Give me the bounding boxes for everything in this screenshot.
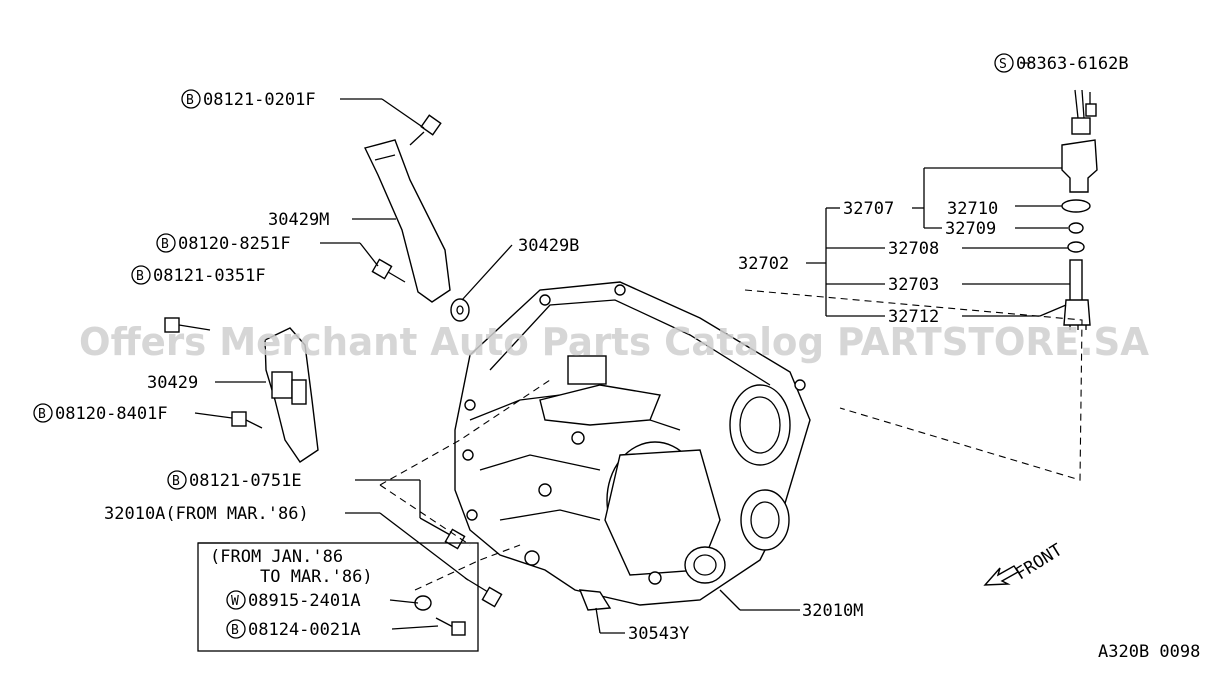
mark-letter: B bbox=[38, 407, 46, 422]
label-from-line2: TO MAR.'86) bbox=[260, 567, 373, 587]
inset-box bbox=[197, 542, 479, 652]
washer-mark-icon bbox=[226, 590, 246, 610]
bolt-0201F bbox=[409, 114, 442, 146]
label-front: FRONT bbox=[1012, 540, 1066, 584]
bracket-30429 bbox=[264, 327, 319, 463]
watermark: Offers Merchant Auto Parts Catalog PARTS… bbox=[79, 320, 1150, 364]
washer-30429B bbox=[450, 298, 470, 322]
front-arrow-icon bbox=[983, 565, 1020, 586]
leader-lines bbox=[194, 62, 1070, 634]
mark-letter: B bbox=[136, 269, 144, 284]
label-08121-0751E: 08121-0751E bbox=[189, 471, 302, 491]
bolt-8251F bbox=[371, 258, 406, 283]
label-08363-6162B: 08363-6162B bbox=[1016, 54, 1129, 74]
label-32010A: 32010A(FROM MAR.'86) bbox=[104, 504, 309, 524]
label-32707: 32707 bbox=[843, 199, 894, 219]
label-ref-code: A320B 0098 bbox=[1098, 642, 1200, 662]
label-32010M: 32010M bbox=[802, 601, 863, 621]
mark-letter: B bbox=[231, 623, 239, 638]
label-08120-8401F: 08120-8401F bbox=[55, 404, 168, 424]
label-08915-2401A: 08915-2401A bbox=[248, 591, 361, 611]
label-08124-0021A: 08124-0021A bbox=[248, 620, 361, 640]
bolt-mark-icon bbox=[181, 89, 201, 109]
screw-mark-icon bbox=[994, 53, 1014, 73]
bolt-32010A bbox=[464, 577, 503, 608]
transmission-case bbox=[454, 281, 811, 611]
label-30543Y: 30543Y bbox=[628, 624, 689, 644]
label-08121-0201F: 08121-0201F bbox=[203, 90, 316, 110]
label-32712: 32712 bbox=[888, 307, 939, 327]
bolt-mark-icon bbox=[131, 265, 151, 285]
bracket-30429M bbox=[364, 139, 451, 303]
label-32708: 32708 bbox=[888, 239, 939, 259]
bolt-mark-icon bbox=[226, 619, 246, 639]
label-32702: 32702 bbox=[738, 254, 789, 274]
bolt-mark-icon bbox=[156, 233, 176, 253]
mark-letter: B bbox=[186, 93, 194, 108]
bolt-mark-icon bbox=[167, 470, 187, 490]
bolt-0021A bbox=[435, 617, 466, 636]
prefix-marks: B B B B B W B S bbox=[33, 53, 1014, 639]
bolt-0351F bbox=[164, 317, 211, 333]
label-32710: 32710 bbox=[947, 199, 998, 219]
label-08121-0351F: 08121-0351F bbox=[153, 266, 266, 286]
phantom-lines bbox=[379, 289, 1083, 591]
mark-letter: B bbox=[161, 237, 169, 252]
bolt-8401F bbox=[231, 411, 263, 429]
label-from-line1: (FROM JAN.'86 bbox=[210, 547, 343, 567]
label-32703: 32703 bbox=[888, 275, 939, 295]
label-08120-8251F: 08120-8251F bbox=[178, 234, 291, 254]
bolt-mark-icon bbox=[33, 403, 53, 423]
label-30429B: 30429B bbox=[518, 236, 579, 256]
label-30429: 30429 bbox=[147, 373, 198, 393]
bolt-0751E bbox=[419, 517, 466, 550]
mark-letter: W bbox=[231, 594, 239, 609]
mark-letter: S bbox=[999, 57, 1007, 72]
label-30429M: 30429M bbox=[268, 210, 329, 230]
label-32709: 32709 bbox=[945, 219, 996, 239]
mark-letter: B bbox=[172, 474, 180, 489]
speedometer-assembly bbox=[1061, 89, 1098, 330]
